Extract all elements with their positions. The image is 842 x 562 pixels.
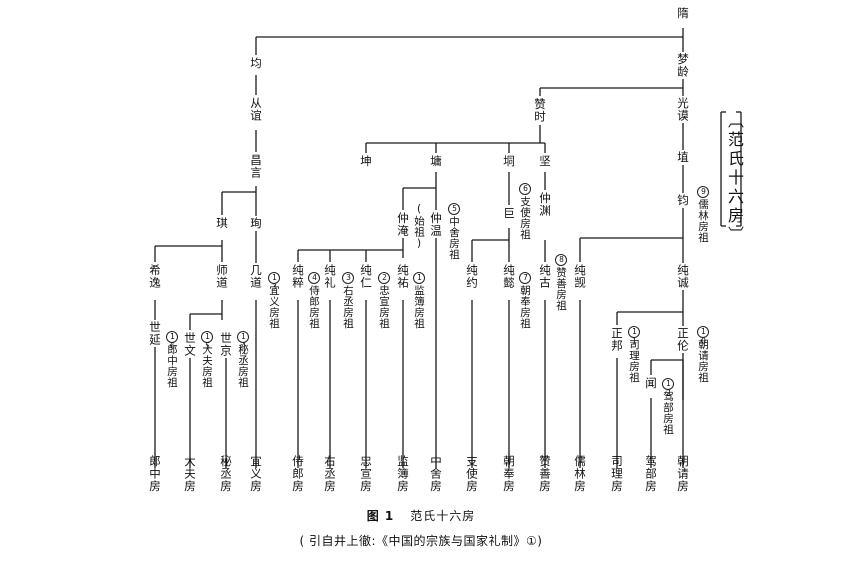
house-label: 秘丞房 bbox=[219, 455, 233, 493]
person-chunren: 纯仁 bbox=[359, 263, 373, 290]
tag-shilang: 4侍郎房祖 bbox=[308, 272, 320, 329]
person-zhengbang: 正邦 bbox=[610, 326, 624, 353]
person-yong: 墉 bbox=[429, 154, 443, 169]
tag-shizu: (始祖) bbox=[413, 203, 425, 250]
person-wen: 闻 bbox=[644, 376, 658, 391]
tag-chaoqing: 10朝请房祖 bbox=[697, 326, 709, 383]
house-label: 郎中房 bbox=[148, 455, 162, 493]
tag-chaofeng: 7朝奉房祖 bbox=[519, 272, 531, 329]
house-label: 大夫房 bbox=[183, 455, 197, 493]
house-label: 司理房 bbox=[610, 455, 624, 493]
figure-caption: 图 1 范氏十六房 bbox=[0, 507, 842, 524]
person-jun: 钧 bbox=[676, 193, 690, 208]
person-xun: 珣 bbox=[249, 216, 263, 231]
person-ju: 巨 bbox=[502, 206, 516, 221]
house-label: 侍郎房 bbox=[291, 455, 305, 493]
person-zanshi: 赞时 bbox=[533, 97, 547, 124]
person-jian: 坚 bbox=[538, 154, 552, 169]
person-chunli: 纯礼 bbox=[323, 263, 337, 290]
person-chuncui: 纯粹 bbox=[291, 263, 305, 290]
house-label: 监簿房 bbox=[396, 455, 410, 493]
person-chunyue: 纯约 bbox=[465, 263, 479, 290]
tag-sili: 11司理房祖 bbox=[628, 326, 640, 383]
tag-langzhong: 16郎中房祖 bbox=[166, 331, 178, 388]
tag-dafu: 15大夫房祖 bbox=[201, 331, 213, 388]
house-label: 赞善房 bbox=[538, 455, 552, 493]
tag-jianbu: 1监簿房祖 bbox=[413, 272, 425, 329]
tag-youcheng: 3右丞房祖 bbox=[342, 272, 354, 329]
house-label: 驾部房 bbox=[644, 455, 658, 493]
person-chunxian: 纯觊 bbox=[573, 263, 587, 290]
person-zhongyuan: 仲渊 bbox=[538, 191, 552, 218]
person-jiong: 垌 bbox=[502, 154, 516, 169]
person-zhongyan: 仲淹 bbox=[396, 211, 410, 238]
tag-zhongshe: 5中舍房祖 bbox=[448, 203, 460, 260]
person-sui: 隋 bbox=[676, 6, 690, 21]
figure-source: ( 引自井上徹:《中国的宗族与国家礼制》①) bbox=[299, 534, 543, 548]
house-label: 儒林房 bbox=[573, 455, 587, 493]
house-label: 忠宣房 bbox=[359, 455, 373, 493]
tag-michengfang: 14秘丞房祖 bbox=[237, 331, 249, 388]
person-mengling: 梦龄 bbox=[676, 52, 690, 79]
person-yun: 均 bbox=[249, 56, 263, 71]
person-jidao: 几道 bbox=[249, 263, 263, 290]
side-title: 〔范氏十六房〕 bbox=[725, 112, 744, 245]
person-zhi: 埴 bbox=[676, 150, 690, 165]
person-zhenglun: 正伦 bbox=[676, 326, 690, 353]
tag-zhishi: 6支使房祖 bbox=[519, 183, 531, 240]
tag-jiabu: 12驾部房祖 bbox=[662, 378, 674, 435]
house-label: 朝请房 bbox=[676, 455, 690, 493]
figure-label: 图 1 bbox=[366, 509, 395, 523]
person-shiyan: 世延 bbox=[148, 320, 162, 347]
tag-rulin: 9儒林房祖 bbox=[697, 186, 709, 243]
house-label: 支使房 bbox=[465, 455, 479, 493]
person-chuncheng: 纯诚 bbox=[676, 263, 690, 290]
person-xiyi: 希逸 bbox=[148, 263, 162, 290]
person-qi: 琪 bbox=[215, 216, 229, 231]
person-chungu: 纯古 bbox=[538, 263, 552, 290]
person-chunyou: 纯祐 bbox=[396, 263, 410, 290]
figure-title: 范氏十六房 bbox=[410, 509, 476, 523]
person-zhongwen: 仲温 bbox=[429, 211, 443, 238]
person-shidao: 师道 bbox=[215, 263, 229, 290]
tag-zhongxuan: 2忠宣房祖 bbox=[378, 272, 390, 329]
house-label: 右丞房 bbox=[323, 455, 337, 493]
person-shijing: 世京 bbox=[219, 331, 233, 358]
person-kun: 坤 bbox=[359, 154, 373, 169]
person-shiwen: 世文 bbox=[183, 331, 197, 358]
house-label: 朝奉房 bbox=[502, 455, 516, 493]
person-congyi: 从谊 bbox=[249, 96, 263, 123]
house-label: 宜义房 bbox=[249, 455, 263, 493]
tag-yiyi: 13宜义房祖 bbox=[268, 272, 280, 329]
person-guangxun: 光谟 bbox=[676, 96, 690, 123]
person-changyan: 昌言 bbox=[249, 153, 263, 180]
person-chunyi: 纯懿 bbox=[502, 263, 516, 290]
tag-zanshan: 8赞善房祖 bbox=[555, 254, 567, 311]
house-label: 中舍房 bbox=[429, 455, 443, 493]
